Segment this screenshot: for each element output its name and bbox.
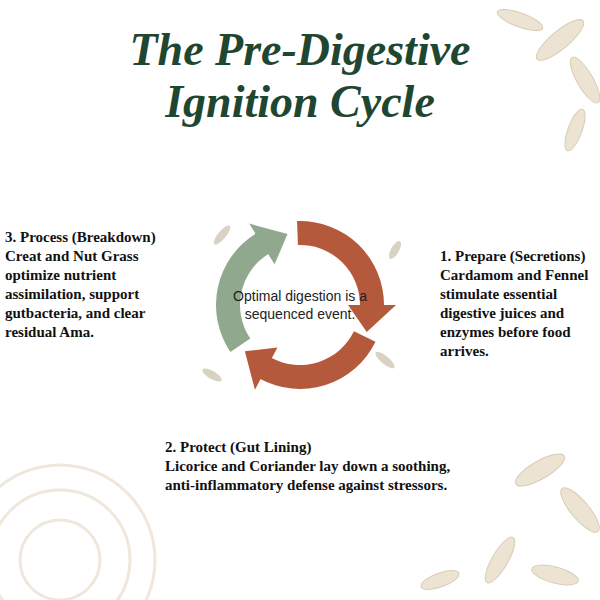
arrow-body bbox=[260, 331, 376, 389]
step-heading: 2. Protect (Gut Lining) bbox=[165, 438, 455, 457]
mandala bbox=[0, 465, 155, 600]
arrow-head bbox=[249, 224, 287, 265]
step-body: Licorice and Coriander lay down a soothi… bbox=[165, 457, 455, 495]
center-note: Optimal digestion is a sequenced event. bbox=[232, 287, 368, 323]
step-heading: 3. Process (Breakdown) bbox=[5, 228, 177, 247]
title: The Pre-Digestive Ignition Cycle bbox=[90, 24, 510, 128]
leaves bbox=[419, 5, 600, 593]
step-heading: 1. Prepare (Secretions) bbox=[440, 247, 596, 266]
step-body: Cardamom and Fennel stimulate essential … bbox=[440, 266, 596, 361]
step-body: Creat and Nut Grass optimize nutrient as… bbox=[5, 247, 177, 342]
arrow-head bbox=[245, 347, 278, 389]
cycle-arrows bbox=[216, 221, 396, 390]
